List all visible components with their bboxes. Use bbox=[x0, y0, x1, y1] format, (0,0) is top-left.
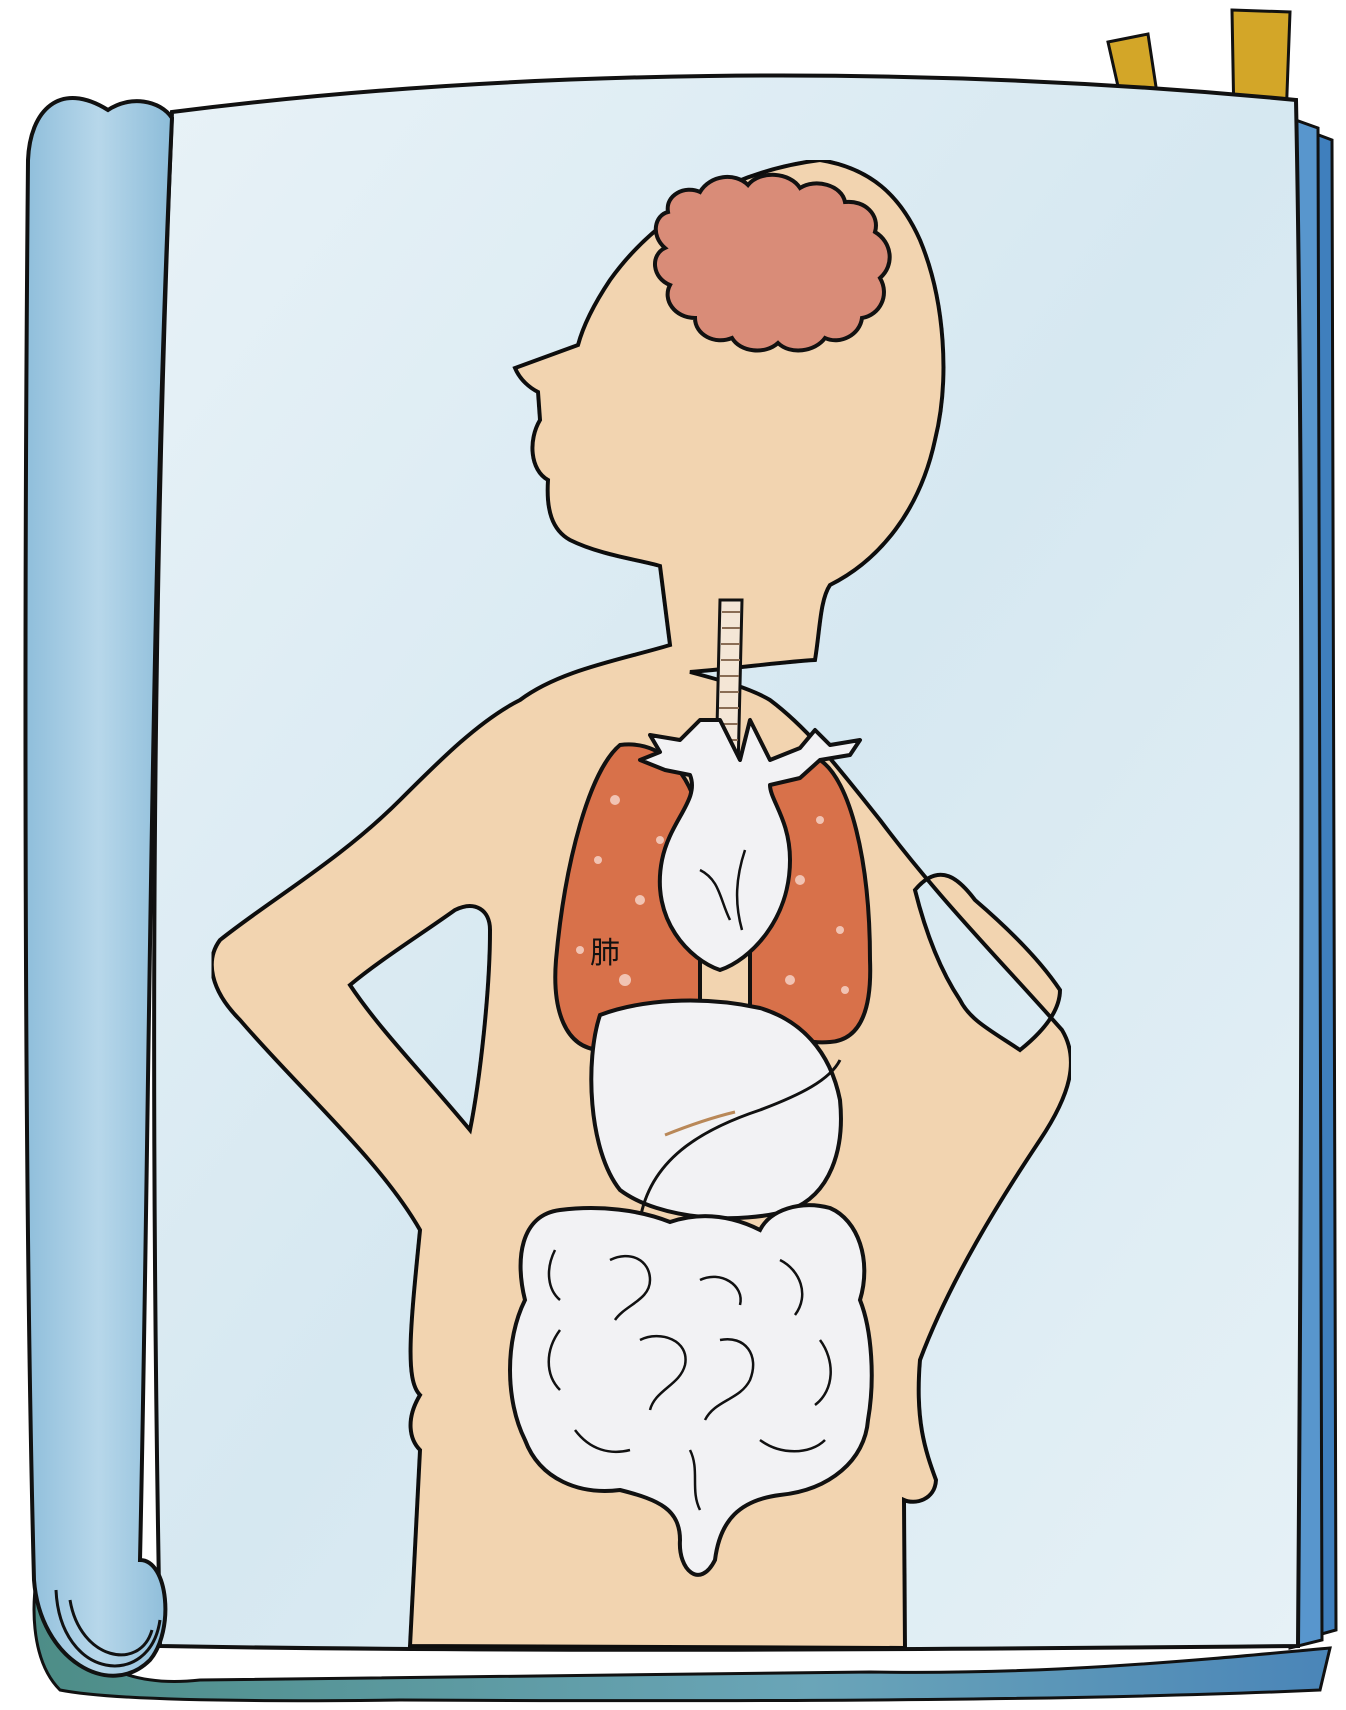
liver-stomach bbox=[591, 1001, 841, 1220]
lung-label: 肺 bbox=[590, 936, 620, 971]
scroll-roll bbox=[26, 98, 172, 1676]
